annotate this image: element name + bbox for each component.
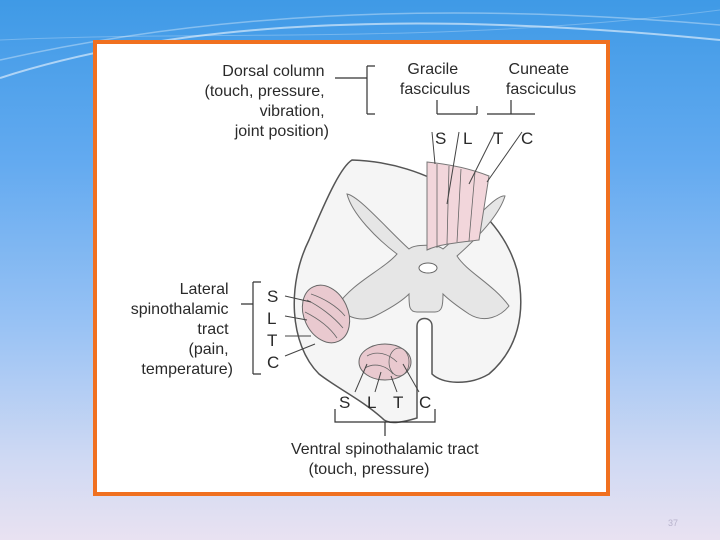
slide-number: 37 <box>668 518 679 528</box>
grey-matter <box>336 193 510 320</box>
diagram-panel: Dorsal column (touch, pressure, vibratio… <box>93 40 610 496</box>
lateral-bracket <box>241 281 261 375</box>
cuneate-fasciculus-label: Cuneate fasciculus <box>506 61 576 98</box>
dorsal-column-label: Dorsal column (touch, pressure, vibratio… <box>204 63 329 140</box>
gracile-bracket <box>436 100 478 115</box>
lateral-tract-region <box>301 284 351 344</box>
central-canal <box>418 262 438 274</box>
ventral-tract-label: Ventral spinothalamic tract (touch, pres… <box>291 441 483 478</box>
dorsal-column-region <box>426 161 490 251</box>
gracile-fasciculus-label: Gracile fasciculus <box>400 61 470 98</box>
lateral-letters: S L T C <box>267 287 283 372</box>
spinal-cord-diagram: Dorsal column (touch, pressure, vibratio… <box>131 61 576 478</box>
lateral-tract-label: Lateral spinothalamic tract (pain, tempe… <box>131 281 233 378</box>
background-swoosh <box>0 9 720 79</box>
ventral-tract-region <box>358 343 412 381</box>
dorsal-bracket <box>335 65 375 115</box>
ventral-letters: S L T C <box>339 393 431 412</box>
cuneate-bracket <box>487 100 535 115</box>
dorsal-letters: S L T C <box>435 129 533 148</box>
ventral-bracket <box>334 409 436 436</box>
